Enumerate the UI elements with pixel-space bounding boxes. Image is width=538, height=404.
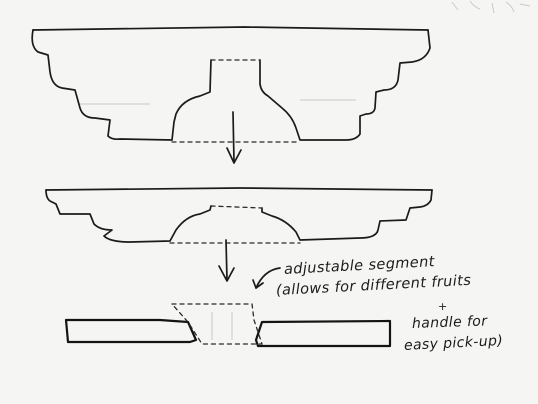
tray-1-right-profile: [259, 29, 431, 141]
tray-1-left-profile: [31, 29, 212, 141]
arrow-down-icon: [226, 111, 242, 164]
tray-stage-2: [45, 187, 433, 244]
tray-2-left-profile: [45, 189, 212, 243]
bleed-through-marks: [451, 0, 531, 14]
tray-3-left-bar: [64, 318, 198, 344]
arrow-down-icon-2: [218, 239, 235, 282]
tray-stage-3: [64, 303, 392, 348]
tray-2-adjustable-segment: [210, 205, 263, 209]
tray-3-adjustable-segment: [170, 303, 263, 345]
annotation-plus: +: [438, 300, 448, 313]
annotation-arrow-icon: [252, 267, 281, 289]
tray-stage-1: [31, 26, 431, 143]
tray-3-right-bar: [254, 319, 392, 348]
tray-2-right-profile: [261, 189, 433, 241]
tray-1-top-edge: [32, 26, 429, 31]
annotation-line-3: handle for: [411, 313, 488, 332]
tray-2-top-edge: [45, 187, 433, 191]
